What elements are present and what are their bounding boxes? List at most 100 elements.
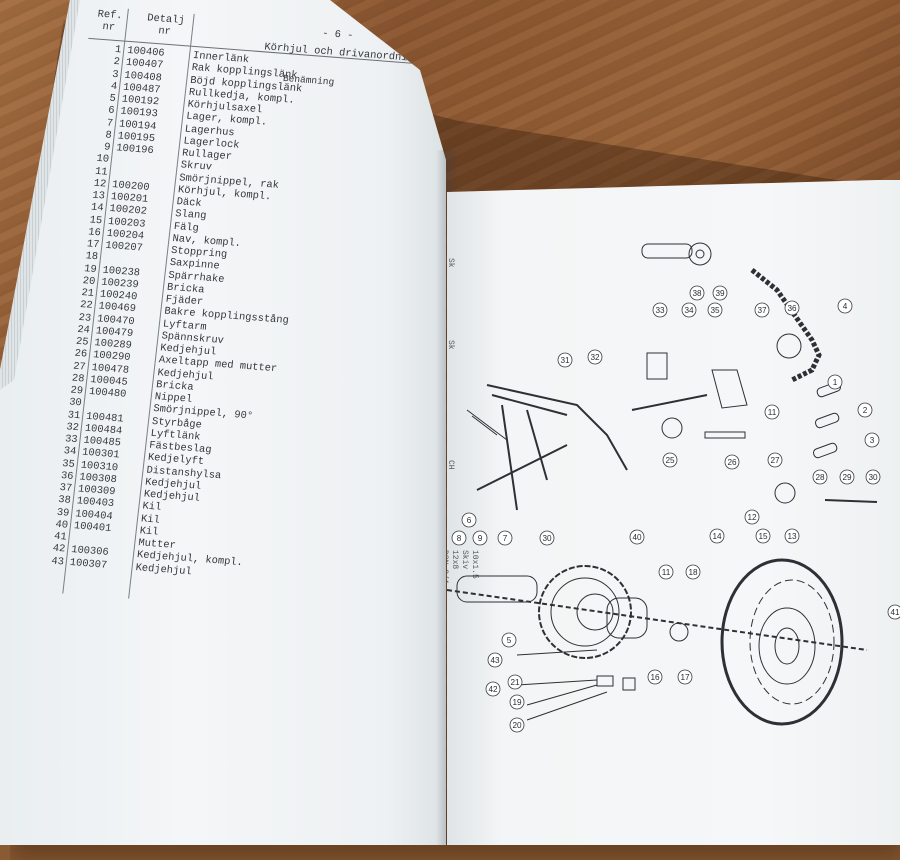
washer-drawing: [622, 677, 636, 691]
wheel-hub-drawing: [606, 597, 648, 639]
callout-circle: [724, 454, 740, 470]
stop-ring-drawing: [669, 622, 689, 642]
callout-circle: [784, 528, 800, 544]
callout-number: 7: [503, 534, 508, 543]
callout-number: 4: [843, 302, 848, 311]
hub-drawing: [576, 593, 614, 631]
callout-number: 27: [770, 456, 780, 465]
callout-circle: [461, 512, 477, 528]
callout-number: 18: [688, 568, 698, 577]
callout-number: 37: [757, 306, 767, 315]
callout-circle: [754, 302, 770, 318]
bracket-drawing: [646, 352, 668, 380]
callout-circle: [629, 529, 645, 545]
left-page: Ref. nr Detalj nr - 6 - Körhjul och driv…: [0, 0, 446, 845]
chain-link-drawing: [812, 442, 838, 459]
callout-circle: [812, 469, 828, 485]
callout-circle: [509, 694, 525, 710]
callout-number: 15: [758, 532, 768, 541]
callout-number: 28: [815, 473, 825, 482]
callout-number: 34: [684, 306, 694, 315]
bearing-assembly-drawing: [456, 575, 538, 603]
leader-lines: [516, 649, 608, 721]
large-sprocket-drawing: [538, 565, 632, 659]
sprocket-drawing: [688, 242, 712, 266]
roller-chain-drawing: [750, 268, 822, 383]
callout-circle: [557, 352, 573, 368]
axle-line-drawing: [447, 589, 868, 651]
callout-circle: [501, 632, 517, 648]
callout-number: 30: [542, 534, 552, 543]
large-sprocket-inner-drawing: [550, 577, 620, 647]
rim-drawing: [758, 607, 816, 685]
callout-number: 14: [712, 532, 722, 541]
tyre-drawing: [720, 558, 844, 726]
callout-circle: [485, 681, 501, 697]
sprocket-drawing: [776, 333, 802, 359]
callout-number: 42: [488, 685, 498, 694]
callout-circle: [685, 564, 701, 580]
callout-circle: [509, 717, 525, 733]
callout-circle: [652, 302, 668, 318]
callout-number: 38: [692, 289, 702, 298]
callout-number: 6: [467, 516, 472, 525]
callout-number: 36: [787, 304, 797, 313]
callout-circle: [764, 404, 780, 420]
callout-circle: [755, 528, 771, 544]
callout-number: 29: [842, 473, 852, 482]
callout-number: 16: [650, 673, 660, 682]
callout-number: 5: [507, 636, 512, 645]
callout-number: 26: [727, 458, 737, 467]
callout-number: 20: [512, 721, 522, 730]
chain-lift-drawing: [711, 369, 748, 409]
callout-number: 35: [710, 306, 720, 315]
callout-circle: [497, 530, 513, 546]
nipple-drawing: [824, 499, 878, 503]
callout-circle: [887, 604, 900, 620]
part-ref: 43: [50, 555, 65, 568]
callout-number: 11: [768, 408, 777, 417]
callout-number: 19: [512, 698, 522, 707]
callout-number: 17: [680, 673, 690, 682]
callout-circle: [677, 669, 693, 685]
callout-number: 41: [890, 608, 900, 617]
callout-circle: [744, 509, 760, 525]
callout-number: 40: [632, 533, 642, 542]
callout-circle: [587, 349, 603, 365]
callout-circle: [689, 285, 705, 301]
callout-number: 39: [715, 289, 725, 298]
callout-circle: [451, 530, 467, 546]
pawl-drawing: [596, 675, 614, 687]
lift-arm-drawing: [466, 409, 508, 441]
callout-number: 31: [560, 356, 570, 365]
callout-circle: [709, 528, 725, 544]
callout-circle: [487, 652, 503, 668]
callout-number: 2: [863, 406, 868, 415]
sprocket-drawing: [661, 417, 683, 439]
callout-number: 1: [833, 378, 838, 387]
axle-pin-drawing: [704, 431, 746, 439]
callout-circle: [707, 302, 723, 318]
callout-circle: [784, 300, 800, 316]
parts-list: Ref. nr Detalj nr - 6 - Körhjul och driv…: [23, 6, 446, 650]
callout-circle: [539, 530, 555, 546]
callout-number: 9: [478, 534, 483, 543]
callout-circle: [647, 669, 663, 685]
tyre-tread-drawing: [749, 579, 835, 705]
sprocket-hub-drawing: [695, 249, 705, 259]
sprocket-drawing: [774, 482, 796, 504]
callout-number: 30: [868, 473, 878, 482]
lift-link-drawing: [476, 444, 568, 491]
shaft-drawing: [641, 243, 693, 259]
frame-arm-drawing: [486, 384, 628, 511]
callout-circle: [507, 674, 523, 690]
callout-number: 43: [490, 656, 500, 665]
callout-circle: [857, 402, 873, 418]
callout-number: 8: [457, 534, 462, 543]
callout-circle: [837, 298, 853, 314]
ref-column-header: Ref. nr: [96, 8, 124, 34]
